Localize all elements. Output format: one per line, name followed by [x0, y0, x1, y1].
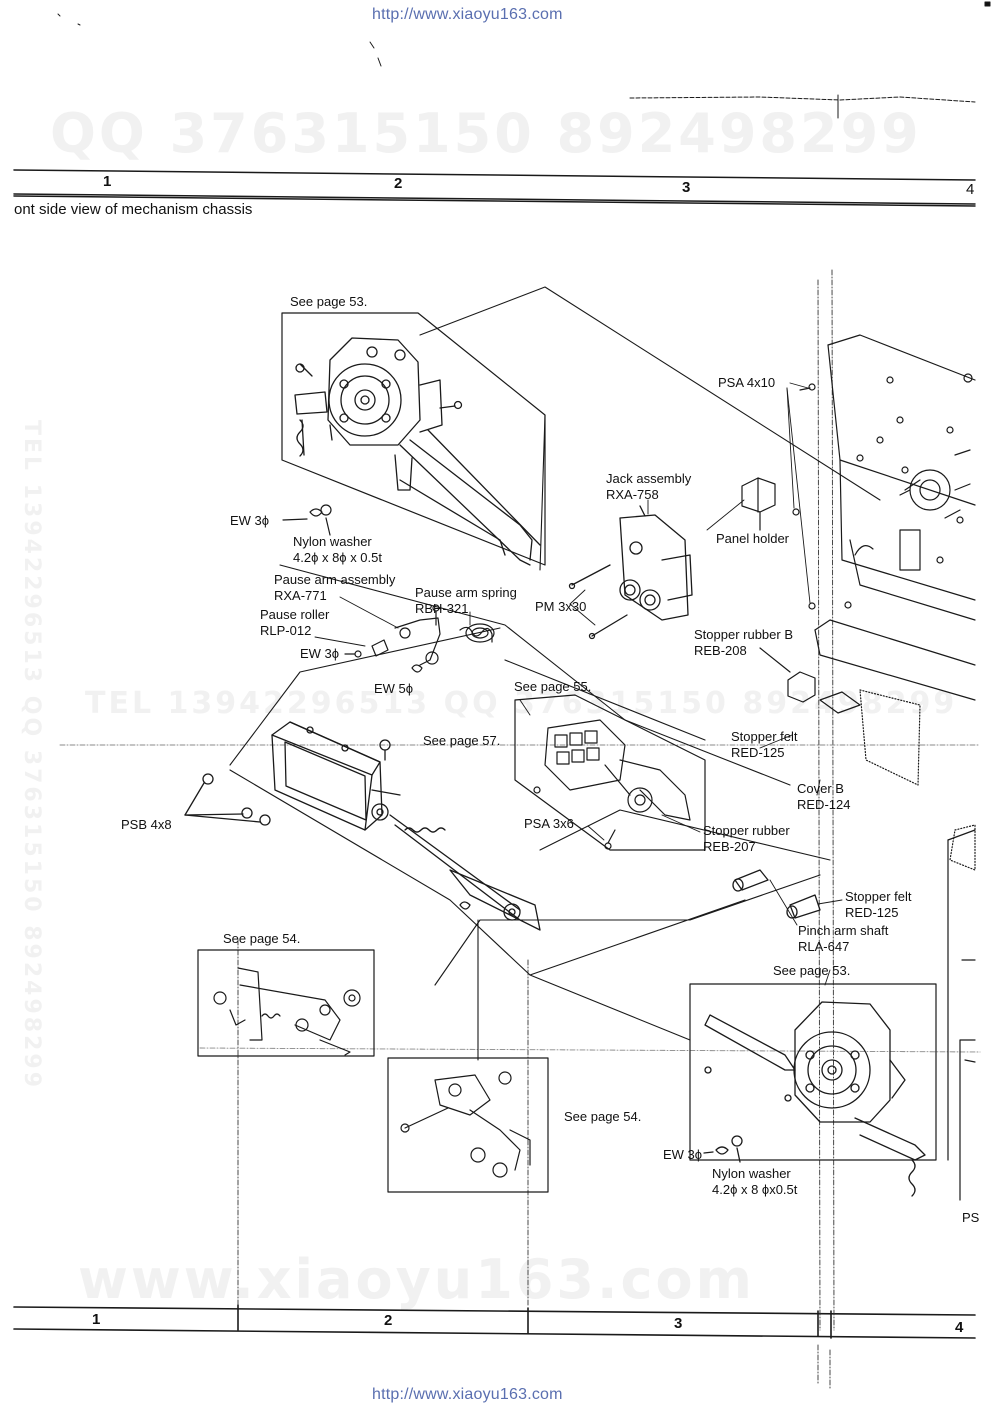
frame-page54-center: [387, 1057, 549, 1193]
grid-num-top-1: 1: [103, 173, 112, 190]
watermark-url-bottom: http://www.xiaoyu163.com: [372, 1386, 563, 1403]
label-pm-3x30: PM 3x30: [535, 599, 587, 614]
watermark-tel-line: TEL 13942296513 QQ 376315150 892498299: [85, 686, 958, 721]
label-ew3-c: EW 3ϕ: [663, 1147, 703, 1162]
label-stopper-felt-a: Stopper felt: [731, 729, 798, 744]
label-panel-holder: Panel holder: [716, 531, 789, 546]
label-stopper-rubber-b: Stopper rubber B: [694, 627, 794, 642]
reel-assembly-top: [294, 337, 541, 566]
pause-arm-assembly: [344, 604, 495, 673]
frame-page55: [514, 694, 706, 851]
label-nylon-washer-c: Nylon washer: [712, 1166, 791, 1181]
switch-unit: [533, 719, 691, 850]
felt-pads: [819, 689, 976, 871]
right-edge-frame: [947, 829, 976, 1201]
section-title: ont side view of mechanism chassis: [14, 201, 253, 218]
label-rla-647: RLA-647: [798, 939, 850, 954]
frame-page53-bottom: [689, 983, 937, 1161]
label-ew3-a: EW 3ϕ: [230, 513, 270, 528]
label-reb-207: REB-207: [703, 839, 756, 854]
label-rxa-758: RXA-758: [606, 487, 659, 502]
label-ew5: EW 5ϕ: [374, 681, 414, 696]
label-psb-4x8: PSB 4x8: [121, 817, 172, 832]
label-red-124: RED-124: [797, 797, 851, 812]
label-rxa-771: RXA-771: [274, 588, 327, 603]
brake-assembly-left: [213, 967, 361, 1056]
watermark-site: www.xiaoyu163.com: [78, 1248, 755, 1311]
label-reb-208: REB-208: [694, 643, 747, 658]
jack-assembly: [568, 505, 693, 640]
label-psa-4x10: PSA 4x10: [718, 375, 776, 390]
label-nylon-washer-a: Nylon washer: [293, 534, 372, 549]
grid-rules-top: [13, 169, 976, 207]
ew-washer-a: [282, 504, 332, 536]
reel-assembly-bottom: [703, 1001, 926, 1197]
fold-lines: [59, 269, 981, 1391]
label-see-page-53-top: See page 53.: [290, 294, 368, 309]
leader-lines: [314, 382, 843, 986]
label-psa-3x6: PSA 3x6: [524, 816, 574, 831]
grid-rules-bottom: [13, 1304, 976, 1339]
grid-num-bottom-2: 2: [384, 1312, 393, 1329]
label-stopper-felt-b: Stopper felt: [845, 889, 912, 904]
frame-page53-top: [281, 312, 546, 566]
watermark-qq-line: QQ 376315150 892498299: [50, 102, 922, 165]
grid-num-bottom-4: 4: [955, 1319, 964, 1336]
label-cover-b: Cover B: [797, 781, 844, 796]
grid-num-bottom-1: 1: [92, 1311, 101, 1328]
watermark-url-top: http://www.xiaoyu163.com: [372, 6, 563, 23]
label-pause-arm-spring: Pause arm spring: [415, 585, 517, 600]
label-ew3-b: EW 3ϕ: [300, 646, 340, 661]
perspective-frame: [229, 286, 881, 1061]
label-ps-cut: PS: [962, 1210, 980, 1225]
label-stopper-rubber: Stopper rubber: [703, 823, 790, 838]
label-rlp-012: RLP-012: [260, 623, 312, 638]
label-pause-arm-assembly: Pause arm assembly: [274, 572, 396, 587]
panel-holder: [741, 477, 776, 531]
label-see-page-55: See page 55.: [514, 679, 592, 694]
solenoid-assembly: [184, 721, 541, 931]
label-see-page-53-bottom: See page 53.: [773, 963, 851, 978]
label-pinch-arm-shaft: Pinch arm shaft: [798, 923, 889, 938]
frame-page54-left: [197, 949, 375, 1057]
label-see-page-54-center: See page 54.: [564, 1109, 642, 1124]
scan-marks: [57, 1, 991, 119]
label-see-page-54-left: See page 54.: [223, 931, 301, 946]
label-red-125-b: RED-125: [845, 905, 899, 920]
label-nylon-washer-c-dim: 4.2ϕ x 8 ϕx0.5t: [712, 1182, 798, 1197]
label-see-page-57: See page 57.: [423, 733, 501, 748]
grid-num-top-4: 4: [966, 181, 975, 198]
pinch-arm-shaft: [732, 869, 821, 919]
label-rbh-321: RBH-321: [415, 601, 469, 616]
label-jack-assembly: Jack assembly: [606, 471, 692, 486]
chassis-right: [792, 334, 976, 701]
pinch-roller-center: [400, 1071, 531, 1178]
label-pause-roller: Pause roller: [260, 607, 330, 622]
label-nylon-washer-a-dim: 4.2ϕ x 8ϕ x 0.5t: [293, 550, 382, 565]
grid-num-top-3: 3: [682, 179, 691, 196]
grid-num-bottom-3: 3: [674, 1315, 683, 1332]
stopper-rubber-b: [759, 647, 816, 703]
grid-num-top-2: 2: [394, 175, 403, 192]
label-red-125-a: RED-125: [731, 745, 785, 760]
